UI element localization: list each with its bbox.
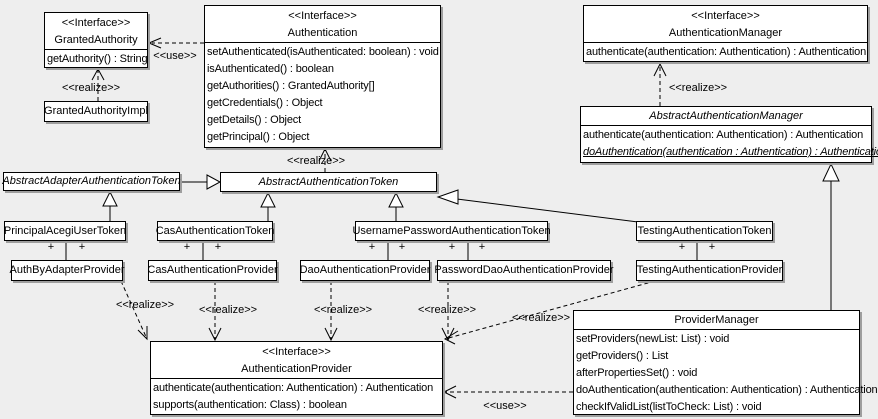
use-label-providermanager: <<use>> <box>483 400 527 412</box>
class-auth-by-adapter-provider: AuthByAdapterProvider <box>9 260 125 281</box>
association-end-plus: + <box>708 241 716 253</box>
methods-compartment: setProviders(newList: List) : void getPr… <box>574 329 878 416</box>
class-name: AbstractAuthenticationManager <box>649 110 803 122</box>
realize-label-grantedauthorityimpl: <<realize>> <box>61 82 121 94</box>
method: checkIfValidList(listToCheck: List) : vo… <box>576 401 762 413</box>
class-name: TestingAuthenticationProvider <box>636 264 783 276</box>
class-title: <<Interface>> GrantedAuthority <box>45 13 147 49</box>
class-testing-authentication-provider: TestingAuthenticationProvider <box>636 260 783 281</box>
method: getCredentials() : Object <box>207 97 323 109</box>
class-authentication-manager: <<Interface>> AuthenticationManager auth… <box>583 5 868 62</box>
class-abstract-authentication-token: AbstractAuthenticationToken <box>220 172 437 192</box>
realize-label-casauthenticationprovider: <<realize>> <box>198 304 258 316</box>
class-testing-authentication-token: TestingAuthenticationToken <box>636 221 773 241</box>
class-title: <<Interface>> AuthenticationManager <box>584 6 867 42</box>
class-abstract-authentication-manager: AbstractAuthenticationManager authentica… <box>580 106 878 163</box>
class-cas-authentication-provider: CasAuthenticationProvider <box>147 260 278 281</box>
class-name: AbstractAdapterAuthenticationToken <box>2 175 181 187</box>
association-end-plus: + <box>368 241 376 253</box>
realize-label-passworddaoauthenticationprovider: <<realize>> <box>417 304 477 316</box>
stereotype-text: <<Interface>> <box>288 10 357 22</box>
method: authenticate(authentication: Authenticat… <box>586 46 867 58</box>
method: doAuthentication(authentication: Authent… <box>576 384 878 396</box>
class-name: AuthenticationProvider <box>241 363 352 375</box>
realize-label-authbyadapterprovider: <<realize>> <box>115 299 175 311</box>
method: afterPropertiesSet() : void <box>576 367 698 379</box>
association-end-plus: + <box>398 241 406 253</box>
stereotype-text: <<Interface>> <box>262 346 331 358</box>
class-principal-acegi-user-token: PrincipalAcegiUserToken <box>4 221 126 241</box>
class-title: <<Interface>> AuthenticationProvider <box>151 342 442 378</box>
class-authentication-provider: <<Interface>> AuthenticationProvider aut… <box>150 341 443 415</box>
class-provider-manager: ProviderManager setProviders(newList: Li… <box>573 310 878 416</box>
association-end-plus: + <box>78 241 86 253</box>
class-granted-authority-impl: GrantedAuthorityImpl <box>44 101 148 122</box>
class-dao-authentication-provider: DaoAuthenticationProvider <box>300 260 430 281</box>
class-name: TestingAuthenticationToken <box>637 224 772 237</box>
class-name: PrincipalAcegiUserToken <box>3 224 127 237</box>
method: getProviders() : List <box>576 350 669 362</box>
stereotype-text: <<Interface>> <box>691 10 760 22</box>
methods-compartment: getAuthority() : String <box>45 49 148 68</box>
class-password-dao-authentication-provider: PasswordDaoAuthenticationProvider <box>434 260 614 281</box>
method: getAuthorities() : GrantedAuthority[] <box>207 80 375 92</box>
class-title: AbstractAuthenticationManager <box>581 107 871 125</box>
methods-compartment: authenticate(authentication: Authenticat… <box>151 378 442 414</box>
generalization-arrowheads <box>102 162 840 208</box>
association-end-plus: + <box>478 241 486 253</box>
class-name: CasAuthenticationToken <box>155 224 275 237</box>
methods-compartment: setAuthenticated(isAuthenticated: boolea… <box>205 42 440 146</box>
realize-label-abstractauthenticationtoken: <<realize>> <box>286 155 346 167</box>
method: setProviders(newList: List) : void <box>576 333 730 345</box>
association-end-plus: + <box>678 241 686 253</box>
realize-label-abstractauthenticationmanager: <<realize>> <box>668 82 728 94</box>
class-name: GrantedAuthorityImpl <box>44 105 148 117</box>
methods-compartment: authenticate(authentication: Authenticat… <box>584 42 867 61</box>
class-cas-authentication-token: CasAuthenticationToken <box>155 221 275 241</box>
realize-label-daoauthenticationprovider: <<realize>> <box>313 304 373 316</box>
method: supports(authentication: Class) : boolea… <box>153 399 347 411</box>
association-end-plus: + <box>448 241 456 253</box>
method: getDetails() : Object <box>207 114 302 126</box>
method: getPrincipal() : Object <box>207 131 310 143</box>
class-name: ProviderManager <box>674 314 759 326</box>
class-authentication: <<Interface>> Authentication setAuthenti… <box>204 5 441 148</box>
class-name: CasAuthenticationProvider <box>147 264 278 276</box>
method: setAuthenticated(isAuthenticated: boolea… <box>207 46 439 58</box>
association-end-plus: + <box>214 241 222 253</box>
method: getAuthority() : String <box>47 53 148 65</box>
class-granted-authority: <<Interface>> GrantedAuthority getAuthor… <box>44 12 148 68</box>
use-label-authentication-grantedauthority: <<use>> <box>153 50 197 62</box>
methods-compartment: authenticate(authentication: Authenticat… <box>581 125 878 161</box>
realize-label-testingauthenticationprovider: <<realize>> <box>511 312 571 324</box>
class-name: GrantedAuthority <box>54 34 138 46</box>
class-name: AbstractAuthenticationToken <box>258 175 399 188</box>
class-abstract-adapter-authentication-token: AbstractAdapterAuthenticationToken <box>2 172 181 191</box>
class-name: Authentication <box>287 27 358 39</box>
class-name: AuthenticationManager <box>668 27 783 39</box>
stereotype-text: <<Interface>> <box>61 17 131 29</box>
class-name: PasswordDaoAuthenticationProvider <box>434 264 614 276</box>
class-title: <<Interface>> Authentication <box>205 6 440 42</box>
class-username-password-authentication-token: UsernamePasswordAuthenticationToken <box>352 221 551 241</box>
class-name: DaoAuthenticationProvider <box>299 264 431 276</box>
association-lines <box>65 241 698 260</box>
class-name: UsernamePasswordAuthenticationToken <box>352 224 551 237</box>
association-end-plus: + <box>183 241 191 253</box>
method: doAuthentication(authentication : Authen… <box>583 146 878 158</box>
class-name: AuthByAdapterProvider <box>9 264 125 276</box>
method: authenticate(authentication: Authenticat… <box>153 382 434 394</box>
association-end-plus: + <box>47 241 55 253</box>
class-title: ProviderManager <box>574 311 859 329</box>
method: authenticate(authentication: Authenticat… <box>583 129 864 141</box>
method: isAuthenticated() : boolean <box>207 63 334 75</box>
